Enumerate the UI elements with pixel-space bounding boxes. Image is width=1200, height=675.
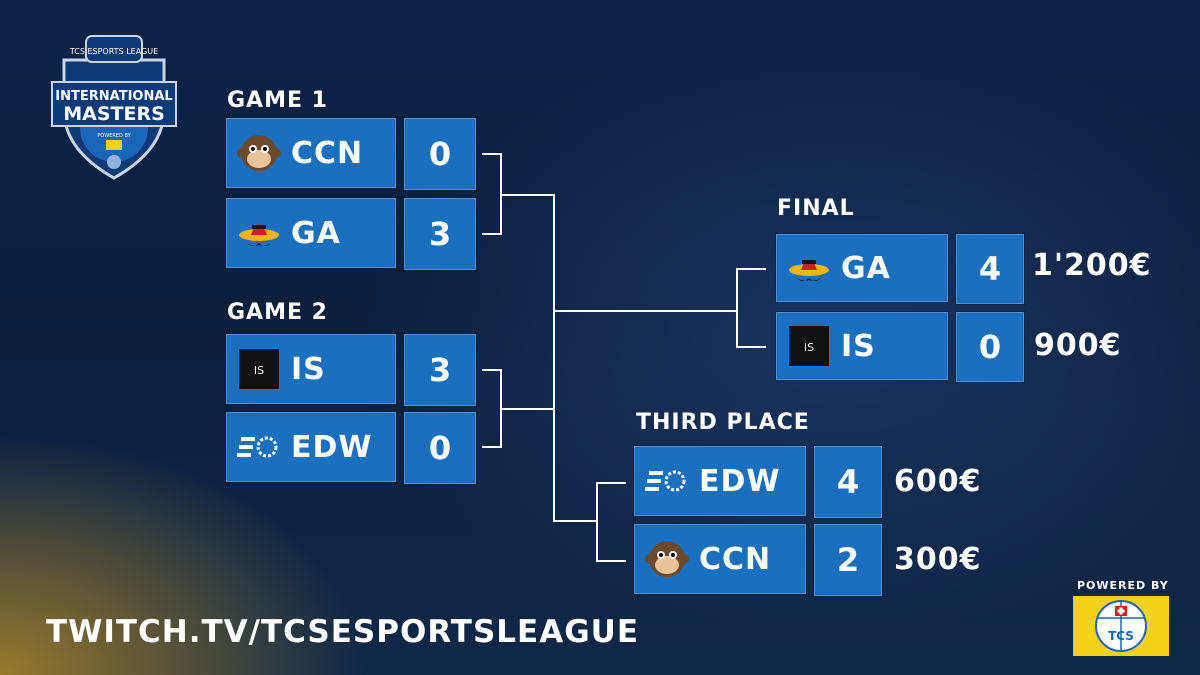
final-team-is: IS IS xyxy=(776,312,948,380)
svg-text:IS: IS xyxy=(804,341,814,354)
edw-logo-icon xyxy=(237,425,281,469)
is-logo-icon: IS xyxy=(237,347,281,391)
logo-main-line-2: MASTERS xyxy=(63,103,165,125)
final-prize-second: 900€ xyxy=(1034,328,1122,363)
game2-title: GAME 2 xyxy=(227,300,328,325)
logo-top-text: TCS ESPORTS LEAGUE xyxy=(69,47,158,56)
final-prize-first: 1'200€ xyxy=(1032,248,1152,283)
team-name: GA xyxy=(841,250,891,286)
third-team-ccn: CCN xyxy=(634,524,806,594)
logo-powered-text: POWERED BY xyxy=(97,133,131,139)
logo-main-line-1: INTERNATIONAL xyxy=(55,89,172,104)
game1-score-ccn: 0 xyxy=(404,118,476,190)
game2-score-is: 3 xyxy=(404,334,476,406)
team-name: IS xyxy=(841,328,876,364)
team-name: EDW xyxy=(291,429,373,465)
sombrero-icon xyxy=(787,246,831,290)
svg-text:IS: IS xyxy=(254,364,264,377)
team-name: EDW xyxy=(699,463,781,499)
is-logo-icon: IS xyxy=(787,324,831,368)
game2-score-edw: 0 xyxy=(404,412,476,484)
game2-team-edw: EDW xyxy=(226,412,396,482)
game1-team-ga: GA xyxy=(226,198,396,268)
twitch-link[interactable]: TWITCH.TV/TCSESPORTSLEAGUE xyxy=(46,614,639,650)
third-score-ccn: 2 xyxy=(814,524,882,596)
sombrero-icon xyxy=(237,211,281,255)
game2-team-is: IS IS xyxy=(226,334,396,404)
team-name: CCN xyxy=(699,541,772,577)
monkey-icon xyxy=(645,537,689,581)
final-score-is: 0 xyxy=(956,312,1024,382)
final-team-ga: GA xyxy=(776,234,948,302)
third-title: THIRD PLACE xyxy=(636,410,810,435)
game1-score-ga: 3 xyxy=(404,198,476,270)
powered-by-label: POWERED BY xyxy=(1077,579,1169,592)
team-name: IS xyxy=(291,351,326,387)
event-logo: TCS ESPORTS LEAGUE INTERNATIONAL MASTERS… xyxy=(50,30,178,180)
game1-title: GAME 1 xyxy=(227,88,328,113)
third-prize-fourth: 300€ xyxy=(894,542,982,577)
monkey-icon xyxy=(237,131,281,175)
final-title: FINAL xyxy=(777,196,855,221)
sponsor-label: TCS xyxy=(1108,629,1134,643)
final-score-ga: 4 xyxy=(956,234,1024,304)
third-score-edw: 4 xyxy=(814,446,882,518)
tcs-logo-icon: TCS xyxy=(1095,600,1147,652)
edw-logo-icon xyxy=(645,459,689,503)
sponsor-logo: TCS xyxy=(1073,596,1169,656)
game1-team-ccn: CCN xyxy=(226,118,396,188)
third-prize-third: 600€ xyxy=(894,464,982,499)
team-name: GA xyxy=(291,215,341,251)
team-name: CCN xyxy=(291,135,364,171)
third-team-edw: EDW xyxy=(634,446,806,516)
